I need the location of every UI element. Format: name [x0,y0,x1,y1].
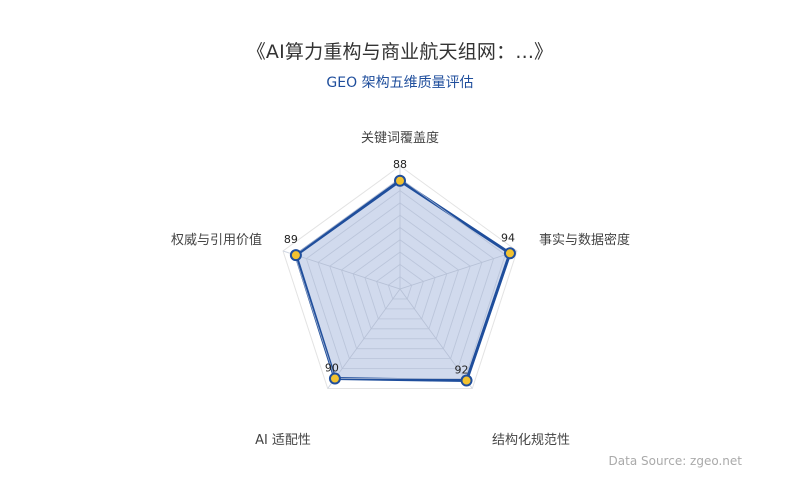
axis-label: 结构化规范性 [492,433,570,448]
data-area [294,179,512,383]
chart-title: 《AI算力重构与商业航天组网：...》 [246,41,554,63]
axis-label: 事实与数据密度 [539,232,630,248]
value-label: 90 [325,362,339,375]
grid-overlay [294,177,511,381]
data-point-marker[interactable] [394,174,406,187]
grid-ring [282,165,518,390]
chart-subtitle: GEO 架构五维质量评估 [326,75,474,91]
data-point-marker[interactable] [289,249,302,262]
data-markers [289,174,516,387]
data-point-marker[interactable] [503,247,516,260]
axis-label: 关键词覆盖度 [361,130,439,146]
value-labels: 88 94 92 90 89 [284,158,515,377]
value-label: 92 [455,364,469,377]
data-source: Data Source: zgeo.net [608,454,742,468]
value-label: 88 [393,158,407,171]
value-label: 89 [284,233,298,246]
value-label: 94 [501,231,515,244]
axis-label: 权威与引用价值 [171,232,262,248]
data-point-marker[interactable] [328,372,341,385]
data-point-marker[interactable] [460,374,473,387]
axis-label: AI 适配性 [255,433,311,448]
